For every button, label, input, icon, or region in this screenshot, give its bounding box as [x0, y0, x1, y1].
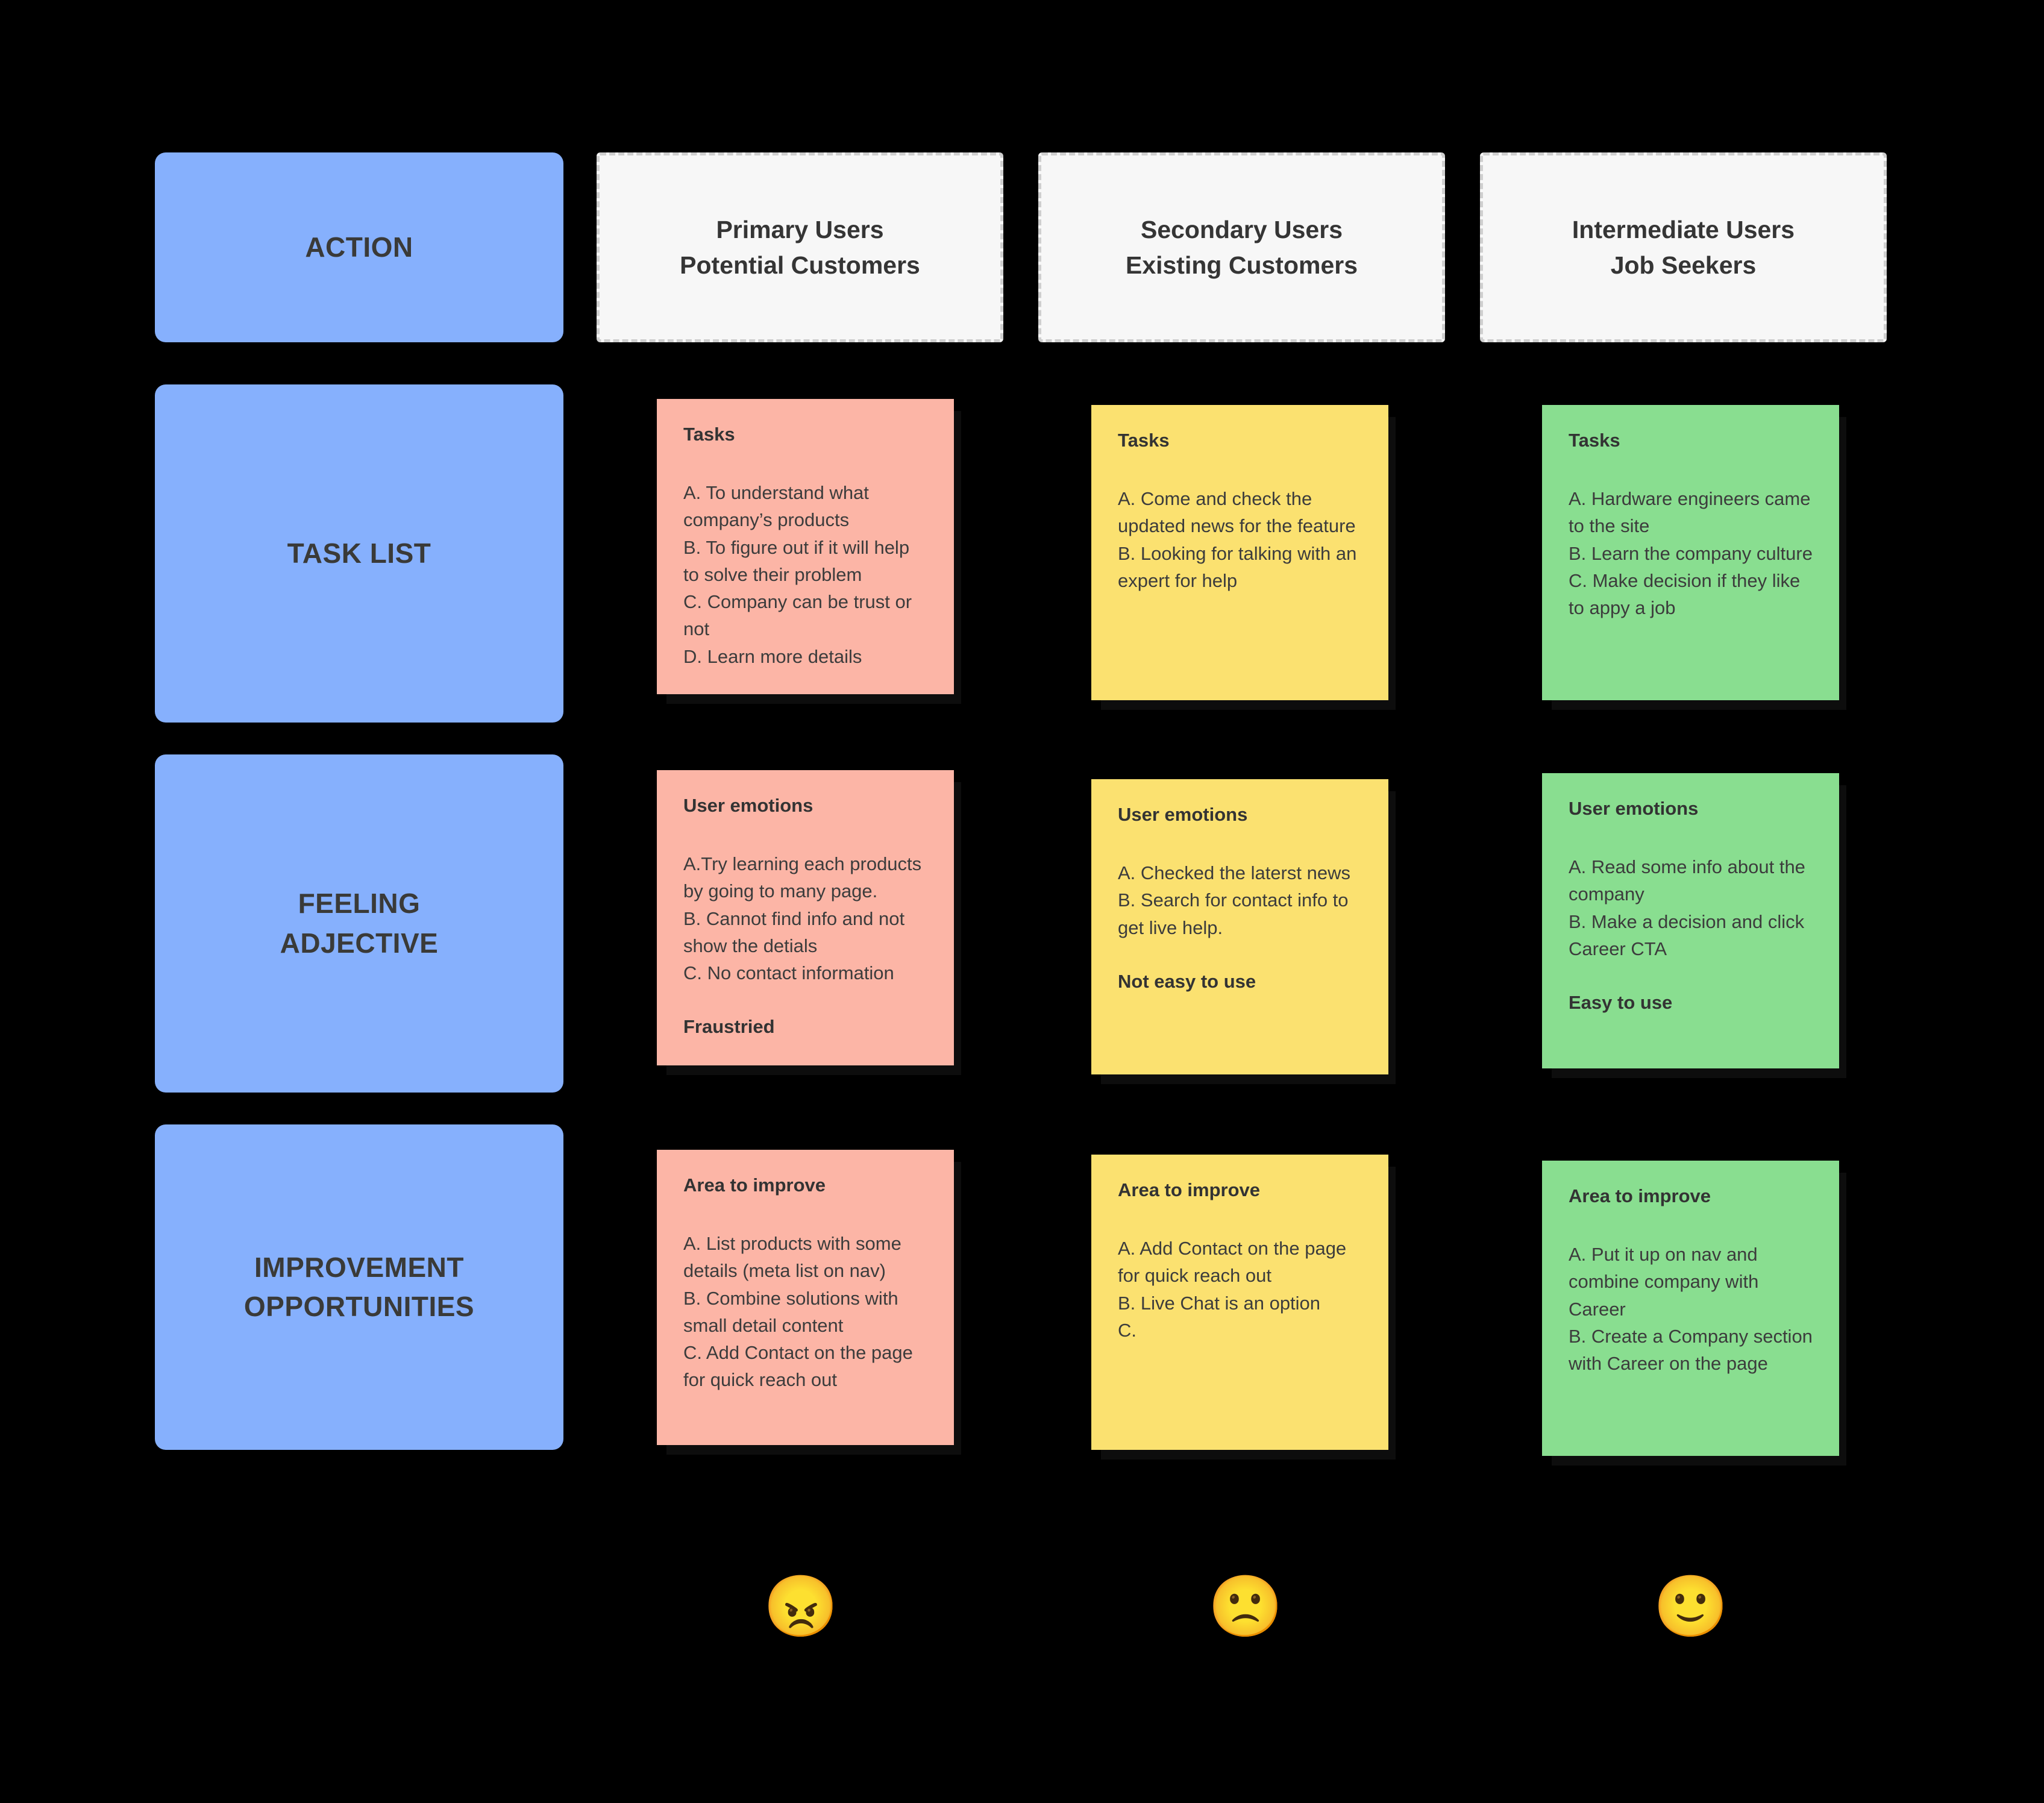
sticky-body: A. Checked the laterst news B. Search fo…	[1118, 862, 1350, 938]
sticky-title: Area to improve	[683, 1174, 826, 1196]
sticky-feeling-adjective: Easy to use	[1569, 992, 1673, 1014]
persona-card-secondary-text: Secondary Users Existing Customers	[1125, 216, 1358, 279]
row-label-improvement-opportunities-text: IMPROVEMENT OPPORTUNITIES	[243, 1251, 475, 1322]
sticky-body: A. Put it up on nav and combine company …	[1569, 1244, 1813, 1375]
sticky-body: A. To understand what company’s products…	[683, 482, 912, 667]
persona-card-primary: Primary Users Potential Customers	[597, 152, 1003, 342]
sticky-body: A. Come and check the updated news for t…	[1118, 488, 1357, 591]
sticky-title: Area to improve	[1569, 1185, 1711, 1206]
angry-face-icon: 😠	[763, 1574, 839, 1639]
slightly-smiling-face-icon: 🙂	[1654, 1574, 1729, 1639]
row-label-task-list: TASK LIST	[155, 384, 563, 723]
sticky-feeling-adjective: Not easy to use	[1118, 970, 1256, 992]
row-label-action-text: ACTION	[305, 231, 413, 263]
frowning-face-glyph: 🙁	[1208, 1573, 1284, 1640]
sticky-body: A.Try learning each products by going to…	[683, 853, 922, 984]
sticky-note-improve-intermediate: Area to improve A. Put it up on nav and …	[1542, 1161, 1839, 1456]
row-label-action: ACTION	[155, 152, 563, 342]
persona-card-primary-text: Primary Users Potential Customers	[680, 216, 920, 279]
sticky-note-tasks-primary: Tasks A. To understand what company’s pr…	[657, 399, 954, 694]
persona-card-intermediate-text: Intermediate Users Job Seekers	[1572, 216, 1795, 279]
row-label-task-list-text: TASK LIST	[287, 537, 431, 569]
sticky-body: A. Read some info about the company B. M…	[1569, 856, 1805, 959]
sticky-title: User emotions	[1569, 798, 1699, 819]
row-label-feeling-adjective: FEELING ADJECTIVE	[155, 754, 563, 1093]
sticky-note-emotions-primary: User emotions A.Try learning each produc…	[657, 770, 954, 1065]
persona-card-secondary: Secondary Users Existing Customers	[1038, 152, 1445, 342]
slightly-smiling-face-glyph: 🙂	[1653, 1573, 1729, 1640]
sticky-title: Area to improve	[1118, 1179, 1261, 1200]
persona-card-intermediate: Intermediate Users Job Seekers	[1480, 152, 1887, 342]
sticky-title: User emotions	[683, 795, 814, 816]
sticky-note-improve-primary: Area to improve A. List products with so…	[657, 1150, 954, 1445]
sticky-body: A. List products with some details (meta…	[683, 1233, 913, 1391]
sticky-note-emotions-intermediate: User emotions A. Read some info about th…	[1542, 773, 1839, 1068]
sticky-feeling-adjective: Fraustried	[683, 1016, 775, 1038]
sticky-title: Tasks	[683, 424, 735, 445]
sticky-note-tasks-intermediate: Tasks A. Hardware engineers came to the …	[1542, 405, 1839, 700]
sticky-note-tasks-secondary: Tasks A. Come and check the updated news…	[1091, 405, 1388, 700]
row-label-feeling-adjective-text: FEELING ADJECTIVE	[280, 888, 439, 959]
sticky-title: User emotions	[1118, 804, 1248, 825]
row-label-improvement-opportunities: IMPROVEMENT OPPORTUNITIES	[155, 1124, 563, 1450]
sticky-title: Tasks	[1118, 430, 1170, 451]
sticky-note-improve-secondary: Area to improve A. Add Contact on the pa…	[1091, 1155, 1388, 1450]
sticky-note-emotions-secondary: User emotions A. Checked the laterst new…	[1091, 779, 1388, 1074]
sticky-body: A. Hardware engineers came to the site B…	[1569, 488, 1813, 619]
angry-face-glyph: 😠	[763, 1573, 839, 1640]
frowning-face-icon: 🙁	[1208, 1574, 1284, 1639]
sticky-body: A. Add Contact on the page for quick rea…	[1118, 1238, 1347, 1341]
sticky-title: Tasks	[1569, 430, 1620, 451]
